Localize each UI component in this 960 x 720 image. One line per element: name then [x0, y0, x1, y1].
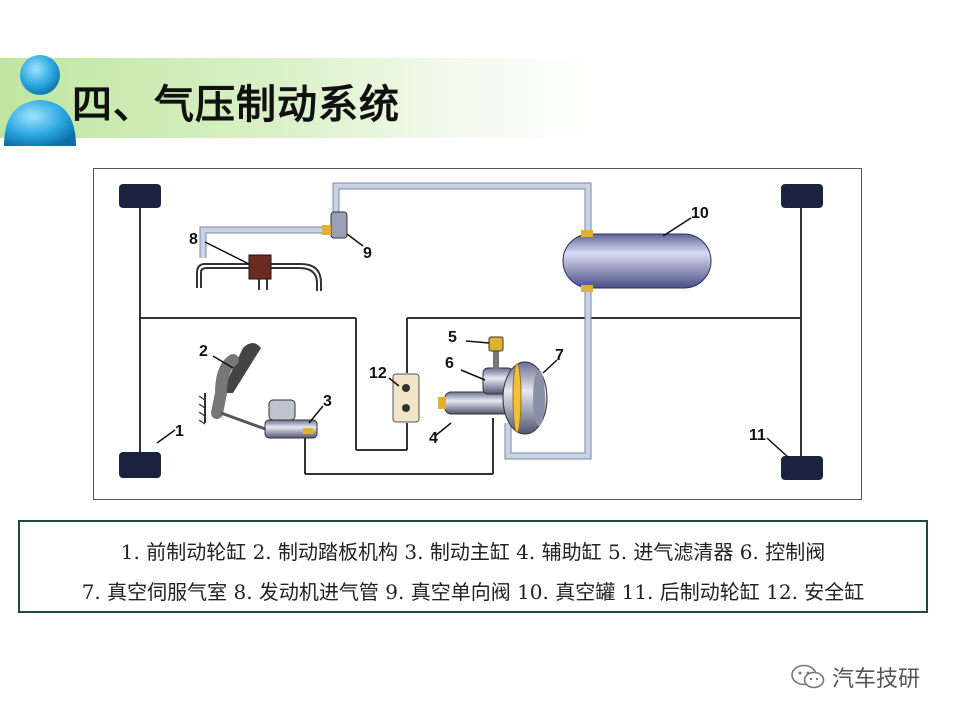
- vacuum-tank: [562, 233, 712, 289]
- callout-1: 1: [175, 423, 184, 440]
- wechat-icon: [791, 664, 825, 689]
- callout-11: 11: [749, 427, 766, 444]
- front-wheel-cylinder: [119, 452, 161, 478]
- callout-5: 5: [448, 329, 457, 346]
- watermark-text: 汽车技研: [832, 667, 921, 692]
- front-wheel-cylinder-top: [119, 184, 161, 208]
- callout-7: 7: [555, 347, 564, 364]
- legend-box: 1. 前制动轮缸 2. 制动踏板机构 3. 制动主缸 4. 辅助缸 5. 进气滤…: [18, 520, 928, 613]
- brake-pedal: [198, 343, 269, 432]
- watermark: 汽车技研: [790, 662, 920, 692]
- vacuum-check-valve: [330, 211, 348, 239]
- legend-line-1: 1. 前制动轮缸 2. 制动踏板机构 3. 制动主缸 4. 辅助缸 5. 进气滤…: [120, 540, 826, 564]
- title-band: [0, 58, 600, 138]
- rear-wheel-cylinder: [781, 456, 823, 480]
- person-icon: [4, 55, 76, 146]
- legend-line-2: 7. 真空伺服气室 8. 发动机进气管 9. 真空单向阀 10. 真空罐 11.…: [81, 580, 865, 604]
- diagram-frame: [93, 168, 862, 500]
- callout-8: 8: [189, 231, 198, 248]
- brake-system-diagram: 1 2 3 4 5 6 7 8 9 10 11 12: [119, 182, 823, 480]
- vacuum-servo-chamber: [502, 361, 548, 435]
- safety-cylinder: [392, 373, 420, 423]
- callout-10: 10: [691, 205, 709, 222]
- rear-wheel-cylinder-top: [781, 184, 823, 208]
- auxiliary-cylinder: [438, 391, 514, 415]
- intake-manifold-block: [248, 254, 272, 280]
- air-filter: [488, 336, 504, 352]
- brake-master-cylinder: [264, 399, 318, 439]
- callout-12: 12: [369, 365, 387, 382]
- callouts: 1 2 3 4 5 6 7 8 9 10 11 12: [175, 205, 766, 447]
- callout-9: 9: [363, 245, 372, 262]
- page-title: 四、气压制动系统: [72, 82, 400, 128]
- callout-6: 6: [445, 355, 454, 372]
- callout-4: 4: [429, 430, 438, 447]
- callout-3: 3: [323, 393, 332, 410]
- brake-lines: [139, 193, 802, 475]
- vacuum-pipes: [200, 183, 591, 459]
- callout-2: 2: [199, 343, 208, 360]
